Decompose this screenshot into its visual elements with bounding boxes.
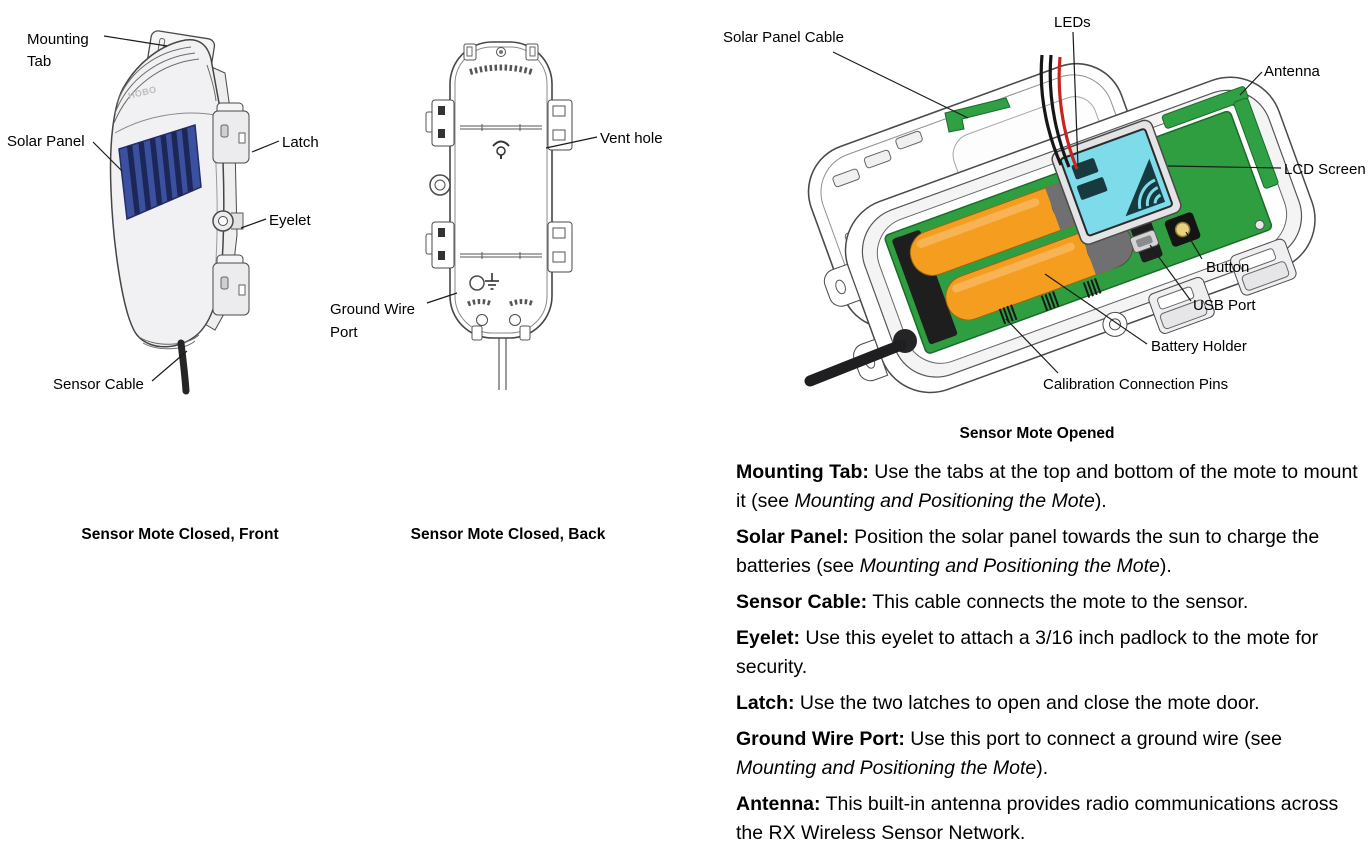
label-solar-panel: Solar Panel [7, 133, 85, 150]
caption-front: Sensor Mote Closed, Front [81, 526, 279, 543]
battery-shapes [909, 177, 1134, 321]
mote-base-tray [823, 76, 1316, 394]
caption-opened: Sensor Mote Opened [959, 425, 1115, 442]
description-term: Eyelet: [736, 627, 800, 649]
mote-body-back [449, 41, 553, 339]
solar-cell-stripes [126, 128, 194, 215]
label-button: Button [1206, 259, 1250, 276]
top-vent-slots [469, 64, 533, 75]
description-italic: Mounting and Positioning the Mote [859, 555, 1160, 577]
label-antenna: Antenna [1264, 63, 1320, 80]
bottom-vent-shapes [467, 299, 535, 341]
label-mounting-tab: Mounting Tab [27, 31, 89, 70]
description-item: Mounting Tab: Use the tabs at the top an… [736, 458, 1366, 516]
led-window [1076, 177, 1108, 200]
top-tab-shapes [463, 43, 539, 61]
figure-sensor-mote-back [425, 41, 573, 390]
sensor-cable-shape [177, 339, 190, 395]
cable-outline [498, 330, 507, 390]
label-calibration-pins: Calibration Connection Pins [1043, 376, 1229, 393]
bottom-ring [138, 334, 200, 345]
opened-latch-shapes [1148, 238, 1297, 334]
ground-wire-port-shape [469, 273, 499, 291]
left-latch-shapes [425, 99, 455, 269]
description-term: Ground Wire Port: [736, 728, 905, 750]
label-vent-hole: Vent hole [600, 130, 663, 147]
screw [1254, 219, 1265, 230]
description-text: ). [1094, 490, 1107, 512]
description-term: Antenna: [736, 793, 821, 815]
description-text: This built-in antenna provides radio com… [736, 793, 1339, 844]
description-item: Solar Panel: Position the solar panel to… [736, 523, 1366, 581]
description-text: ). [1036, 757, 1049, 779]
description-term: Mounting Tab: [736, 461, 869, 483]
description-term: Latch: [736, 692, 795, 714]
top-ring [114, 52, 196, 114]
description-text: Use the tabs at the top and bottom of th… [736, 461, 1358, 512]
caption-back: Sensor Mote Closed, Back [410, 526, 606, 543]
face-split-line [114, 112, 216, 134]
sensor-cable-shape [804, 339, 907, 387]
description-item: Latch: Use the two latches to open and c… [736, 689, 1366, 718]
description-term: Solar Panel: [736, 526, 849, 548]
description-text: Use this eyelet to attach a 3/16 inch pa… [736, 627, 1319, 678]
description-item: Ground Wire Port: Use this port to conne… [736, 725, 1366, 783]
description-text: This cable connects the mote to the sens… [867, 591, 1249, 613]
latch-upper-shape [212, 102, 250, 164]
label-solar-panel-cable: Solar Panel Cable [723, 29, 844, 46]
label-lcd-screen: LCD Screen [1284, 161, 1366, 178]
label-leds: LEDs [1054, 14, 1091, 31]
label-usb-port: USB Port [1193, 297, 1256, 314]
top-ring [116, 46, 192, 104]
figure-sensor-mote-opened [804, 54, 1316, 394]
description-italic: Mounting and Positioning the Mote [794, 490, 1095, 512]
label-eyelet: Eyelet [269, 212, 311, 229]
eyelet-back-shape [429, 174, 451, 196]
eyelet-shape [212, 210, 244, 232]
label-sensor-cable: Sensor Cable [53, 376, 144, 393]
solar-panel-shape [118, 124, 202, 221]
description-text: Use this port to connect a ground wire (… [904, 728, 1283, 750]
description-text: Use the two latches to open and close th… [794, 692, 1260, 714]
description-item: Sensor Cable: This cable connects the mo… [736, 588, 1366, 617]
description-text: ). [1159, 555, 1172, 577]
description-item: Antenna: This built-in antenna provides … [736, 790, 1366, 848]
label-battery-holder: Battery Holder [1151, 338, 1247, 355]
description-term: Sensor Cable: [736, 591, 868, 613]
door-divider-lines [460, 124, 542, 259]
label-ground-wire-port: Ground Wire Port [330, 301, 416, 341]
vent-hole-shape [492, 140, 510, 159]
component-descriptions: Mounting Tab: Use the tabs at the top an… [736, 458, 1366, 848]
antenna-strip-l [944, 97, 1011, 133]
description-text: Position the solar panel towards the sun… [736, 526, 1320, 577]
top-ring [206, 64, 217, 102]
battery-holder-shape [892, 230, 958, 345]
bottom-ring [142, 340, 196, 350]
label-latch: Latch [282, 134, 319, 151]
latch-lower-shape [212, 254, 250, 316]
figure-sensor-mote-front: HOBO [109, 30, 250, 395]
description-italic: Mounting and Positioning the Mote [736, 757, 1037, 779]
top-ring [113, 58, 200, 124]
description-item: Eyelet: Use this eyelet to attach a 3/16… [736, 624, 1366, 682]
